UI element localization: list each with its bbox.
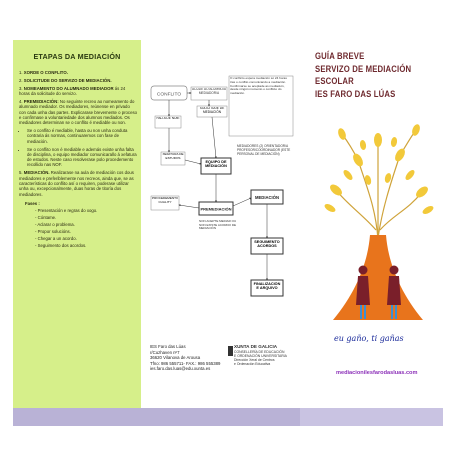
guide-title: GUÍA BREVE SERVIZO DE MEDIACIÓN ESCOLAR …: [315, 50, 420, 100]
fase-item: - Chegar a un acordo.: [35, 236, 77, 242]
fase-item: - Propor solucións.: [35, 229, 71, 235]
step-4: 4. PREMEDIACIÓN: No seguinte recreo ao n…: [19, 98, 137, 126]
contact-line: 36620 Vilanova de Arousa: [150, 355, 201, 360]
step-5: 5. MEDIACIÓN. Realizarase na aula de med…: [19, 170, 134, 197]
fase-item: - Aclarar o problema.: [35, 222, 75, 228]
diagram-note-mid: MEDIADORES (2) ORIENTADOR/A PROFESOR/COO…: [237, 144, 291, 156]
school-contact: IES Faro das Lúas r/Cuzhaven nº7 36620 V…: [150, 344, 234, 372]
bullet-non-mediable: Se o conflito non é mediable e además ex…: [27, 147, 137, 168]
fase-item: - Cóntame.: [35, 214, 57, 220]
tree-illustration: [324, 124, 434, 320]
contact-line: r/Cuzhaven nº7: [150, 349, 180, 355]
xunta-line: E ORDENACIÓN UNIVERSITARIA: [234, 354, 287, 359]
title-line: SERVIZO DE MEDIACIÓN ESCOLAR: [315, 63, 412, 87]
node-finalizacion: FINALIZACIÓN E ARQUIVO: [253, 282, 281, 291]
diagram-note-right: O conflicto espera mediación só 24 horas…: [230, 77, 287, 96]
website-link[interactable]: mediacionilesfarodasluas.com: [336, 370, 418, 376]
step-1: 1. XORDE O CONFLITO.: [19, 70, 68, 75]
slogan: eu gaño, ti gañas: [334, 334, 404, 343]
diagram-note-low: NON ACEPTE MEDIAR OU NON EXISTE ACORDO D…: [199, 220, 237, 231]
xunta-logo-icon: [228, 346, 233, 356]
node-equipo-mediacion: EQUIPO DE MEDIACIÓN: [205, 160, 227, 169]
node-premediacion: PREMEDIACIÓN: [200, 207, 231, 212]
node-mediacion: MEDIACIÓN: [255, 195, 279, 200]
xunta-block: XUNTA DE GALICIA CONSELLERÍA DE EDUCACIÓ…: [234, 344, 294, 367]
xunta-line: CONSELLERÍA DE EDUCACIÓN: [234, 350, 285, 355]
node-procedemento: PROCEDEMENTO CUALITY: [152, 197, 178, 204]
fase-item: - Presentación e regras do xogo.: [35, 207, 98, 213]
left-panel: ETAPAS DA MEDIACIÓN 1. XORDE O CONFLITO.…: [13, 40, 141, 408]
stages-body: 1. XORDE O CONFLITO. 2. SOLICITUDE DO SE…: [19, 70, 137, 249]
bullet-mediable: Se o conflito é mediable, hasta ou non u…: [27, 128, 137, 144]
fase-item: - Seguimento dos acordos.: [35, 243, 87, 249]
node-conflito: CONFLITO: [157, 92, 181, 98]
mediable-bullets: Se o conflito é mediable, hasta ou non u…: [19, 128, 137, 168]
xunta-title: XUNTA DE GALICIA: [234, 344, 278, 349]
node-xefatura: XEFATURA DE ESTUDOS: [162, 153, 184, 160]
title-line: GUÍA BREVE: [315, 51, 365, 61]
node-falta: FALTA DE NOIE: [156, 117, 180, 120]
node-acude-mediador: ACUDE AO ALUMNO/A MEDIADOR/A: [192, 88, 226, 95]
step-2: 2. SOLICITUDE DO SERVIZO DE MEDIACIÓN.: [19, 77, 112, 83]
step-3: 3. NOMEAMENTO DO ALUMNADO MEDIADOR ás 24…: [19, 85, 126, 97]
contact-line: IES Faro das Lúas: [150, 344, 186, 349]
bottom-band-right: [300, 408, 443, 426]
node-solicitude: SOLICITUDE DE MEDIACIÓN: [199, 107, 225, 114]
stages-heading: ETAPAS DA MEDIACIÓN: [33, 52, 121, 61]
xunta-line: Dirección Xeral de Centros: [234, 358, 275, 363]
xunta-line: e Ordenación Educativa: [234, 362, 271, 367]
node-seguimento: SEGUIMENTO ACORDOS: [254, 240, 280, 249]
title-line: IES FARO DAS LÚAS: [315, 88, 396, 99]
mediation-flow-diagram: O conflicto espera mediación só 24 horas…: [150, 75, 294, 297]
contact-email: ies.faro.das.luas@edu.xunta.es: [150, 366, 211, 371]
fases-label: Fases :: [25, 200, 40, 206]
contact-line: Tfno: 986 555711- FAX.: 986 555389: [150, 360, 221, 366]
